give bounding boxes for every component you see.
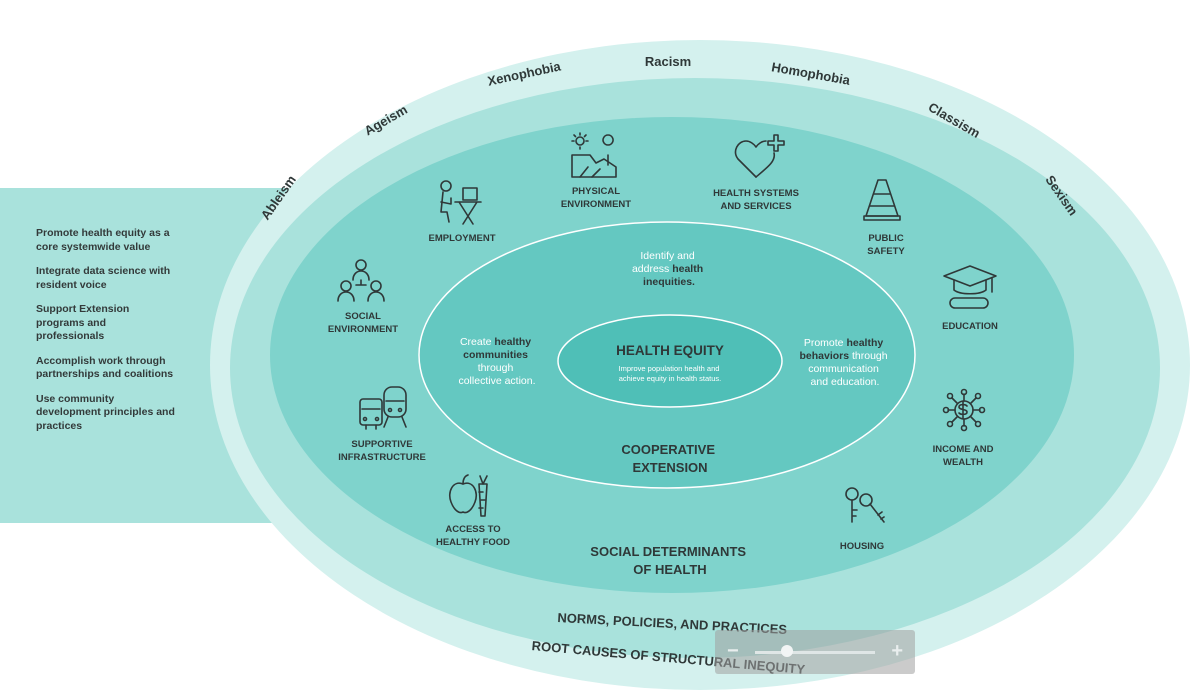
extension-left-text: Create healthy communities through colle… (458, 336, 535, 387)
side-panel-item: Use community development principles and… (36, 392, 175, 432)
side-panel-item: Support Extension programs and professio… (36, 303, 130, 342)
graduation-cap-icon (943, 265, 997, 309)
bus-train-icon (359, 386, 407, 430)
side-panel-item: Accomplish work through partnerships and… (36, 354, 174, 381)
zoom-slider-handle[interactable] (781, 645, 793, 657)
determinant-label: EMPLOYMENT (428, 233, 495, 244)
zoom-out-button[interactable]: − (727, 640, 739, 662)
landscape-icon (571, 132, 617, 178)
people-group-icon (337, 259, 385, 302)
center-subtitle: Improve population health and achieve eq… (619, 364, 722, 383)
keys-icon (845, 487, 885, 523)
zoom-control[interactable]: − + (715, 630, 915, 674)
apple-carrot-icon (448, 474, 488, 517)
worker-desk-icon (440, 180, 482, 225)
zoom-in-button[interactable]: + (891, 640, 903, 662)
traffic-cone-icon (863, 179, 901, 221)
determinant-label: HOUSING (840, 541, 884, 552)
extension-label: COOPERATIVE EXTENSION (621, 442, 718, 475)
ism-label: Racism (645, 54, 691, 69)
heart-plus-icon (734, 134, 785, 178)
side-panel-list: Promote health equity as a core systemwi… (36, 227, 176, 444)
dollar-network-icon (942, 388, 986, 432)
side-panel-item: Integrate data science with resident voi… (36, 265, 171, 291)
extension-right-text: Promote healthy behaviors through commun… (799, 337, 890, 388)
extension-top-text: Identify and address health inequities. (632, 250, 706, 288)
determinant-label: EDUCATION (942, 321, 998, 332)
zoom-slider-track[interactable] (755, 651, 875, 654)
center-title: HEALTH EQUITY (616, 343, 724, 358)
side-panel-item: Promote health equity as a core systemwi… (36, 227, 170, 253)
sdoh-label: SOCIAL DETERMINANTS OF HEALTH (590, 544, 749, 577)
center-ellipse (557, 314, 783, 408)
